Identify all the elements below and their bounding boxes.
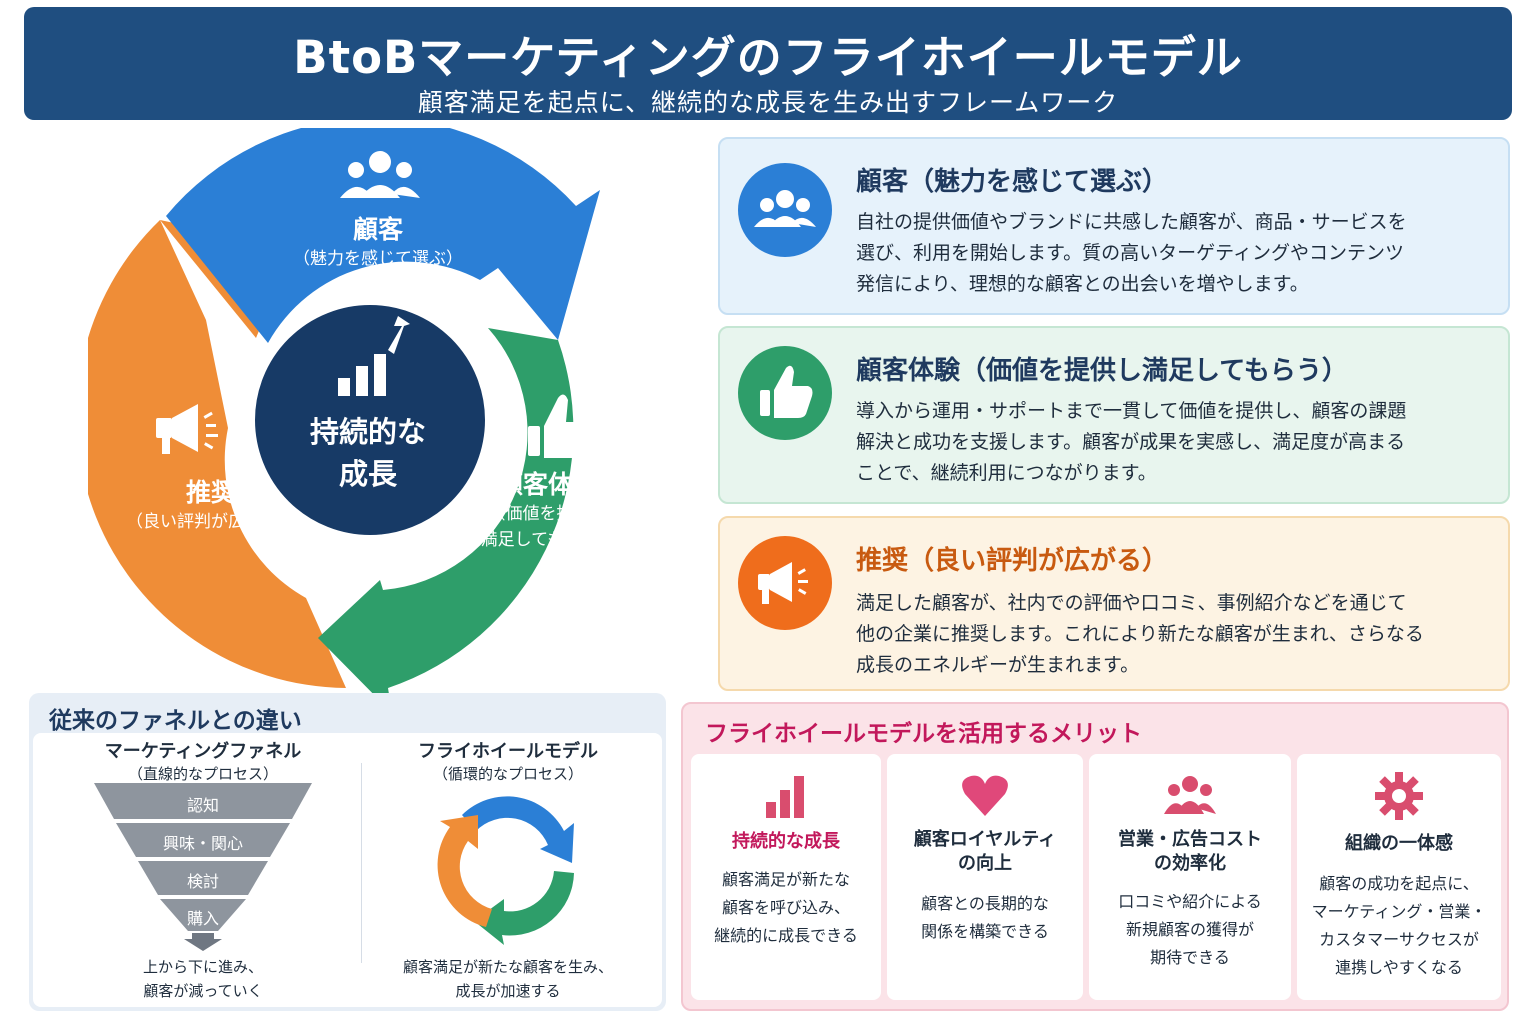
page-title: BtoBマーケティングのフライホイールモデル (293, 31, 1243, 84)
gear-icon (1375, 772, 1423, 820)
funnel-graphic (94, 783, 312, 951)
card-body: 自社の提供価値やブランドに共感した顧客が、商品・サービスを 選び、利用を開始しま… (856, 211, 1407, 295)
funnel-stage (138, 861, 268, 895)
card-title: 推奨（良い評判が広がる） (856, 546, 1169, 576)
funnel-stage (116, 823, 290, 857)
funnel-heading: マーケティングファネル （直線的なプロセス） (104, 741, 302, 783)
page-subtitle: 顧客満足を起点に、継続的な成長を生み出すフレームワーク (417, 88, 1119, 117)
bar-chart-icon (766, 776, 804, 818)
people-icon (340, 151, 420, 198)
merit-card: 顧客ロイヤルティ の向上 顧客との長期的な 関係を構築できる (887, 754, 1083, 1000)
people-icon (1164, 776, 1216, 814)
card-title: 顧客（魅力を感じて選ぶ） (856, 167, 1169, 197)
panel-title: フライホイールモデルを活用するメリット (705, 721, 1142, 747)
card-body: 導入から運用・サポートまで一貫して価値を提供し、顧客の課題 解決と成功を支援しま… (856, 400, 1407, 484)
funnel-stage (160, 899, 246, 931)
funnel-stage-label: 認知 (186, 796, 219, 815)
people-icon (738, 163, 832, 257)
megaphone-icon (738, 536, 832, 630)
funnel-stage-label: 興味・関心 (162, 834, 243, 853)
flywheel-segment-recommend (88, 220, 346, 688)
segment-label-recommend: 推奨 （良い評判が広がる） (126, 478, 296, 532)
merit-card: 持続的な成長 顧客満足が新たな 顧客を呼び込み、 継続的に成長できる (691, 754, 881, 1000)
card-body: 満足した顧客が、社内での評価や口コミ、事例紹介などを通じて 他の企業に推奨します… (856, 592, 1424, 676)
heart-icon (962, 775, 1008, 816)
thumbs-up-icon (738, 346, 832, 440)
flywheel-caption: 顧客満足が新たな顧客を生み、 成長が加速する (402, 958, 613, 1000)
comparison-body: マーケティングファネル （直線的なプロセス） 認知 興味・関心 検討 購入 上か… (33, 733, 662, 1007)
thumbs-up-icon (528, 394, 591, 458)
down-arrow-icon (184, 933, 222, 951)
mini-flywheel-icon (437, 796, 574, 945)
funnel-stage-label: 購入 (186, 909, 219, 928)
growth-chart-icon (338, 316, 410, 396)
card-customer: 顧客（魅力を感じて選ぶ） 自社の提供価値やブランドに共感した顧客が、商品・サービ… (718, 137, 1510, 315)
flywheel-ring (88, 128, 600, 693)
flywheel-center-circle (249, 299, 491, 541)
header-banner: BtoBマーケティングのフライホイールモデル 顧客満足を起点に、継続的な成長を生… (24, 7, 1512, 120)
merit-card: 組織の一体感 顧客の成功を起点に、 マーケティング・営業・ カスタマーサクセスが… (1297, 754, 1501, 1000)
flywheel-segment-experience (318, 328, 574, 693)
card-recommend: 推奨（良い評判が広がる） 満足した顧客が、社内での評価や口コミ、事例紹介などを通… (718, 516, 1510, 691)
flywheel-heading: フライホイールモデル （循環的なプロセス） (418, 741, 598, 783)
panel-title: 従来のファネルとの違い (49, 708, 302, 734)
segment-label-customer: 顧客 （魅力を感じて選ぶ） (293, 215, 463, 269)
funnel-stage (94, 783, 312, 819)
funnel-caption: 上から下に進み、 顧客が減っていく (142, 958, 263, 1000)
flywheel-diagram: 顧客 （魅力を感じて選ぶ） 顧客体験 （価値を提供し 満足してもらう） 推奨 （… (88, 128, 668, 693)
flywheel-segment-customer (166, 128, 600, 343)
card-experience: 顧客体験（価値を提供し満足してもらう） 導入から運用・サポートまで一貫して価値を… (718, 326, 1510, 504)
merits-panel: フライホイールモデルを活用するメリット 持続的な成長 顧客満足が新たな 顧客を呼… (681, 702, 1509, 1011)
divider (361, 763, 362, 963)
funnel-comparison-panel: 従来のファネルとの違い マーケティングファネル （直線的なプロセス） 認知 興味… (29, 693, 666, 1011)
funnel-stage-label: 検討 (186, 872, 219, 891)
flywheel-center-label: 持続的な 成長 (309, 415, 426, 491)
merit-card: 営業・広告コスト の効率化 口コミや紹介による 新規顧客の獲得が 期待できる (1089, 754, 1291, 1000)
card-title: 顧客体験（価値を提供し満足してもらう） (856, 356, 1348, 386)
segment-label-experience: 顧客体験 （価値を提供し 満足してもらう） (480, 470, 616, 550)
megaphone-icon (156, 404, 218, 454)
